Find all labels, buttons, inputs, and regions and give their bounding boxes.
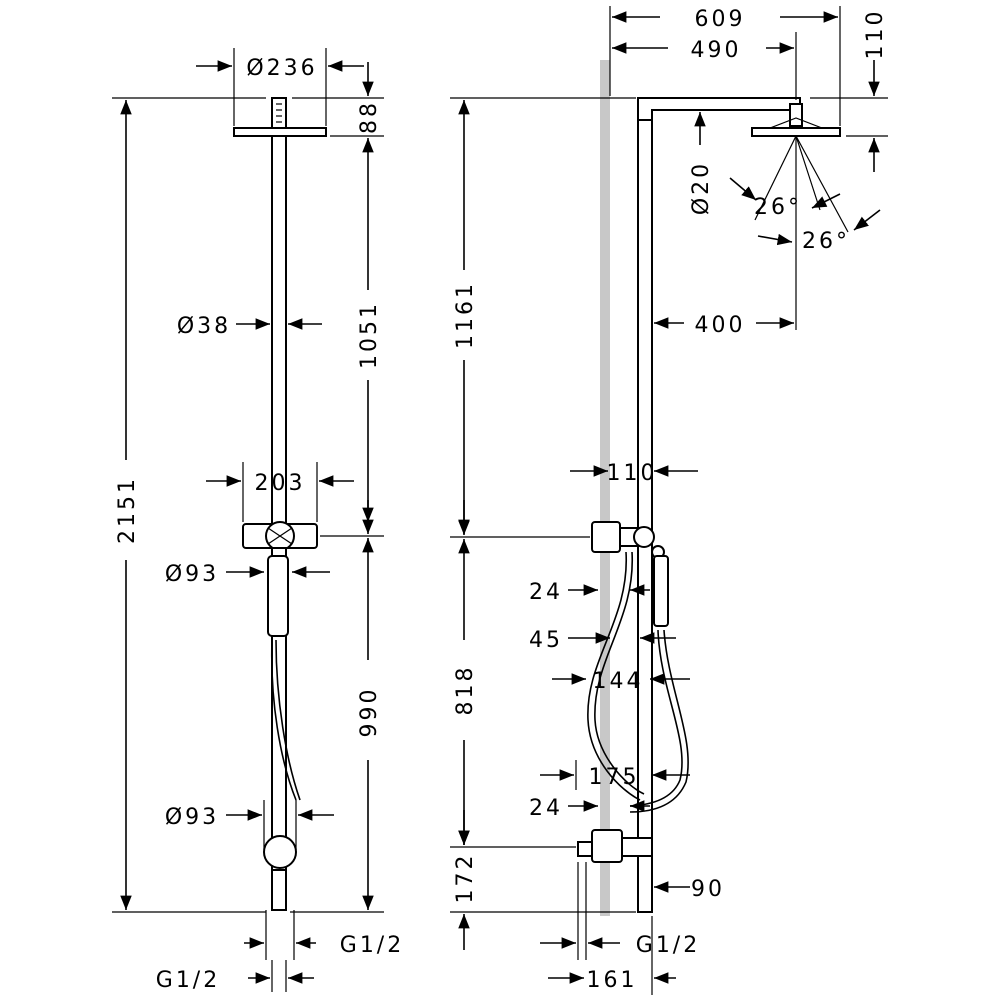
dim-tilt-angle-2: 26° (802, 229, 850, 254)
dim-arm-diameter: Ø20 (689, 161, 714, 215)
dim-head-drop: 110 (863, 9, 888, 60)
dim-mid-height: 818 (453, 665, 478, 716)
dim-upper-height: 1161 (453, 281, 478, 349)
side-wall-outlet (591, 829, 623, 863)
dim-offset-90: 90 (691, 877, 725, 902)
dim-inlet-right: G1/2 (340, 933, 404, 958)
dim-holder-diameter: Ø93 (165, 805, 219, 830)
dim-total-reach: 609 (695, 7, 746, 32)
dim-total-height: 2151 (115, 476, 140, 544)
front-view: Ø236 88 Ø38 1051 2151 203 990 (112, 48, 404, 993)
dim-mixer-width: 203 (255, 471, 306, 496)
dim-wall-to-pipe: 110 (607, 461, 658, 486)
front-hose (270, 639, 297, 801)
side-shower-head (751, 127, 841, 137)
dim-offset-24-top: 24 (529, 580, 563, 605)
dim-offset-24-bottom: 24 (529, 796, 563, 821)
dim-handshower-diameter: Ø93 (165, 562, 219, 587)
dim-inlet-left: G1/2 (156, 968, 220, 993)
dim-upper-rise: 1051 (357, 301, 382, 369)
side-arm-joint (789, 103, 803, 127)
dim-offset-175: 175 (589, 765, 640, 790)
side-view: 609 490 110 Ø20 26° 26° 400 1161 110 (450, 6, 888, 995)
side-hose-left (587, 551, 641, 801)
side-shower-arm (637, 97, 801, 121)
front-wall-outlet (263, 835, 297, 869)
dim-offset-45: 45 (529, 628, 563, 653)
front-head-connector (271, 97, 287, 129)
wall (600, 60, 610, 916)
dim-pipe-diameter: Ø38 (177, 314, 231, 339)
dim-head-diameter: Ø236 (246, 56, 317, 81)
side-riser-pipe (637, 97, 653, 913)
dim-offset-144: 144 (593, 669, 644, 694)
dim-lower-height: 990 (357, 687, 382, 738)
side-hand-shower (653, 555, 669, 627)
front-shower-head (233, 127, 327, 137)
dim-bottom-height: 172 (453, 853, 478, 904)
dim-arm-reach: 490 (691, 38, 742, 63)
side-mixer (591, 521, 621, 553)
dim-pipe-to-head: 400 (695, 313, 746, 338)
front-riser-pipe (271, 135, 287, 525)
front-hand-shower (267, 555, 289, 637)
dim-head-height: 88 (357, 100, 382, 134)
dim-tilt-angle-1: 26° (754, 195, 802, 220)
dim-bottom-reach: 161 (587, 968, 638, 993)
dim-inlet: G1/2 (636, 933, 700, 958)
